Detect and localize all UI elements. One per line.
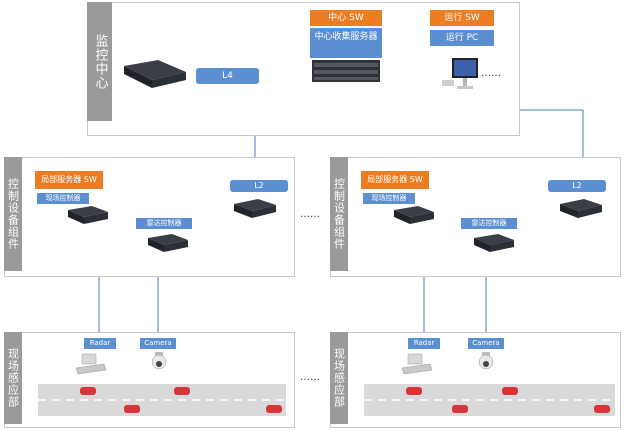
right-radar-controller-label[interactable]: 雷达控制器 [461, 218, 517, 229]
left-field-side-label: 现场感应部 [4, 332, 22, 424]
right-field-controller-label[interactable]: 现场控制器 [363, 193, 415, 204]
between-field-dots: …… [300, 372, 320, 383]
left-radar-icon [75, 353, 107, 375]
more-pcs-dots: …… [481, 68, 501, 79]
monitoring-center-side-label: 监控中心 [87, 2, 112, 121]
right-local-sw-box[interactable]: 局部服务器 SW [361, 171, 429, 189]
left-field-controller-device-icon [68, 206, 108, 224]
right-camera-icon [478, 352, 494, 370]
l4-switch[interactable]: L4 [196, 68, 259, 84]
left-radar-controller-device-icon [148, 234, 188, 252]
right-field-controller-device-icon [394, 206, 434, 224]
right-radar-controller-device-icon [474, 234, 514, 252]
right-l2-device-icon [560, 199, 602, 218]
left-camera-label[interactable]: Camera [140, 338, 176, 349]
left-l2-switch[interactable]: L2 [230, 180, 288, 192]
left-field-controller-label[interactable]: 现场控制器 [37, 193, 89, 204]
right-radar-icon [401, 353, 433, 375]
ops-pc-box[interactable]: 运行 PC [430, 30, 494, 46]
left-road [38, 384, 286, 416]
right-l2-switch[interactable]: L2 [548, 180, 606, 192]
right-camera-label[interactable]: Camera [468, 338, 504, 349]
collector-server-box[interactable]: 中心收集服务器 [310, 28, 382, 58]
right-road [364, 384, 615, 416]
left-radar-controller-label[interactable]: 雷达控制器 [136, 218, 192, 229]
right-cars [406, 387, 610, 413]
left-local-sw-box[interactable]: 局部服务器 SW [35, 171, 103, 189]
ops-sw-box[interactable]: 运行 SW [430, 10, 494, 26]
left-radar-label[interactable]: Radar [84, 338, 116, 349]
left-cars [80, 387, 282, 413]
left-control-side-label: 控制设备组件 [4, 157, 22, 271]
right-field-side-label: 现场感应部 [330, 332, 348, 424]
left-l2-device-icon [234, 199, 276, 218]
right-control-side-label: 控制设备组件 [330, 157, 348, 271]
between-control-dots: …… [300, 209, 320, 220]
center-sw-box[interactable]: 中心 SW [310, 10, 382, 26]
left-camera-icon [151, 352, 167, 370]
right-radar-label[interactable]: Radar [408, 338, 440, 349]
